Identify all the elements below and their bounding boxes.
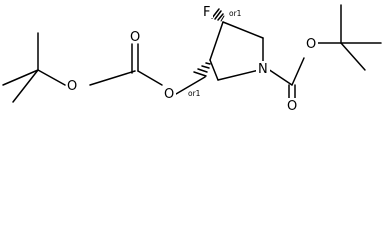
atom-oxygen-ester-right: O — [306, 37, 316, 52]
atom-fluorine: F — [203, 5, 210, 20]
atom-oxygen-carbonyl-right: O — [287, 99, 297, 112]
stereo-label-top: or1 — [229, 9, 242, 18]
bond-c-carbonyl-right-o — [291, 57, 305, 86]
bond-o-ring-c-carbonyl-left — [137, 70, 163, 86]
atom-oxygen-ester-left: O — [67, 79, 77, 94]
bond-c3-o-ring — [175, 76, 206, 95]
stereo-label-bottom: or1 — [188, 89, 201, 98]
bond-n-c2 — [217, 69, 260, 81]
bond-ctbu-left-me3 — [12, 69, 39, 103]
bond-n-c-carbonyl-right — [267, 68, 293, 86]
bond-o-ester-left-ctbu — [37, 69, 66, 86]
atom-oxygen-carbonyl-left: O — [130, 30, 140, 45]
hashed-wedge-c3-o — [193, 62, 211, 77]
atom-nitrogen: N — [258, 62, 268, 77]
hashed-wedge-c4-f — [211, 8, 225, 22]
bond-c-carbonyl-left-o-ester — [89, 70, 136, 86]
bond-ctbu-left-me2 — [2, 69, 39, 86]
bond-c2-c3 — [209, 59, 219, 81]
bond-ctbu-right-me3 — [340, 42, 366, 71]
bond-c4-c5 — [222, 21, 264, 39]
molecule-structure-diagram: F N O O O O O or1 or1 — [2, 4, 382, 112]
bond-c3-c4 — [209, 21, 224, 61]
atom-oxygen-ring-substituent: O — [164, 87, 174, 102]
